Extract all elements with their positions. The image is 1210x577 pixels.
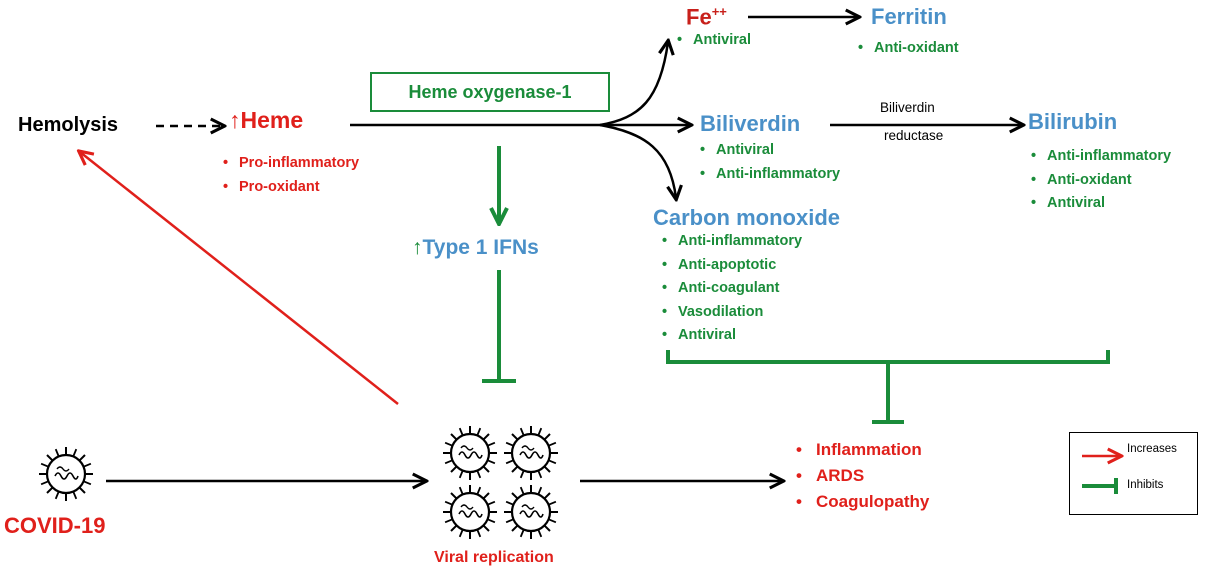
virus-icon — [502, 424, 560, 482]
list-item: •Inflammation — [796, 440, 922, 459]
covid-virus-icon — [37, 445, 95, 503]
co-label: Carbon monoxide — [653, 205, 841, 230]
reductase-label-line1: Biliverdin — [880, 100, 935, 115]
iron-effects-list: •Antiviral — [677, 29, 751, 53]
virus-icon — [441, 424, 499, 482]
heme-oxygenase-box: Heme oxygenase-1 — [370, 72, 610, 112]
legend: Increases Inhibits — [1069, 432, 1198, 515]
iron-node: Fe++ — [686, 5, 727, 28]
virus-icon — [441, 483, 499, 541]
biliverdin-effects-list: •Antiviral •Anti-inflammatory — [700, 139, 840, 186]
list-item: •Vasodilation — [662, 303, 764, 320]
list-item: •Anti-inflammatory — [700, 165, 841, 182]
increase-arrow-icon: ↑ — [229, 107, 241, 133]
biliverdin-label: Biliverdin — [700, 111, 801, 136]
legend-increases-label: Increases — [1127, 443, 1177, 455]
list-item: •Pro-oxidant — [223, 178, 320, 195]
list-item: •Antiviral — [1031, 195, 1106, 211]
virus-icon — [502, 483, 560, 541]
list-item: •Anti-apoptotic — [662, 256, 777, 273]
list-item: •Anti-inflammatory — [1031, 148, 1172, 164]
list-item: •Antiviral — [677, 32, 752, 48]
ferritin-label: Ferritin — [871, 4, 947, 29]
heme-node: ↑Heme — [229, 109, 303, 132]
co-bracket — [666, 350, 1110, 364]
ifn-node: ↑Type 1 IFNs — [412, 237, 539, 258]
iron-superscript: ++ — [711, 4, 727, 19]
list-item: •Anti-oxidant — [1031, 171, 1132, 188]
list-item: •Antiviral — [700, 142, 775, 158]
viral-replication-label: Viral replication — [434, 549, 554, 566]
list-item: •Pro-inflammatory — [223, 155, 360, 171]
increase-arrow-icon: ↑ — [412, 236, 423, 259]
reductase-label-line2: reductase — [884, 128, 944, 143]
list-item: •Anti-inflammatory — [662, 233, 803, 249]
heme-label: Heme — [240, 107, 304, 133]
bilirubin-effects-list: •Anti-inflammatory •Anti-oxidant •Antivi… — [1031, 145, 1171, 216]
list-item: •ARDS — [796, 466, 865, 485]
branch-to-iron-arrow — [599, 42, 668, 127]
list-item: •Anti-coagulant — [662, 280, 780, 296]
bilirubin-label: Bilirubin — [1028, 109, 1118, 134]
outcomes-list: •Inflammation •ARDS •Coagulopathy — [796, 437, 929, 515]
list-item: •Coagulopathy — [796, 492, 930, 511]
branch-to-co-arrow — [599, 123, 676, 198]
iron-label: Fe — [686, 4, 712, 30]
hemolysis-label: Hemolysis — [18, 114, 119, 136]
co-effects-list: •Anti-inflammatory •Anti-apoptotic •Anti… — [662, 230, 802, 348]
heme-effects-list: •Pro-inflammatory •Pro-oxidant — [223, 152, 359, 199]
list-item: •Antiviral — [662, 327, 737, 343]
legend-inhibits-label: Inhibits — [1127, 479, 1164, 491]
viral-increases-hemolysis-arrow — [80, 152, 399, 405]
covid-label: COVID-19 — [4, 513, 106, 538]
ifn-label: Type 1 IFNs — [422, 236, 539, 259]
list-item: •Anti-oxidant — [858, 40, 959, 56]
ferritin-effects-list: •Anti-oxidant — [858, 37, 959, 61]
